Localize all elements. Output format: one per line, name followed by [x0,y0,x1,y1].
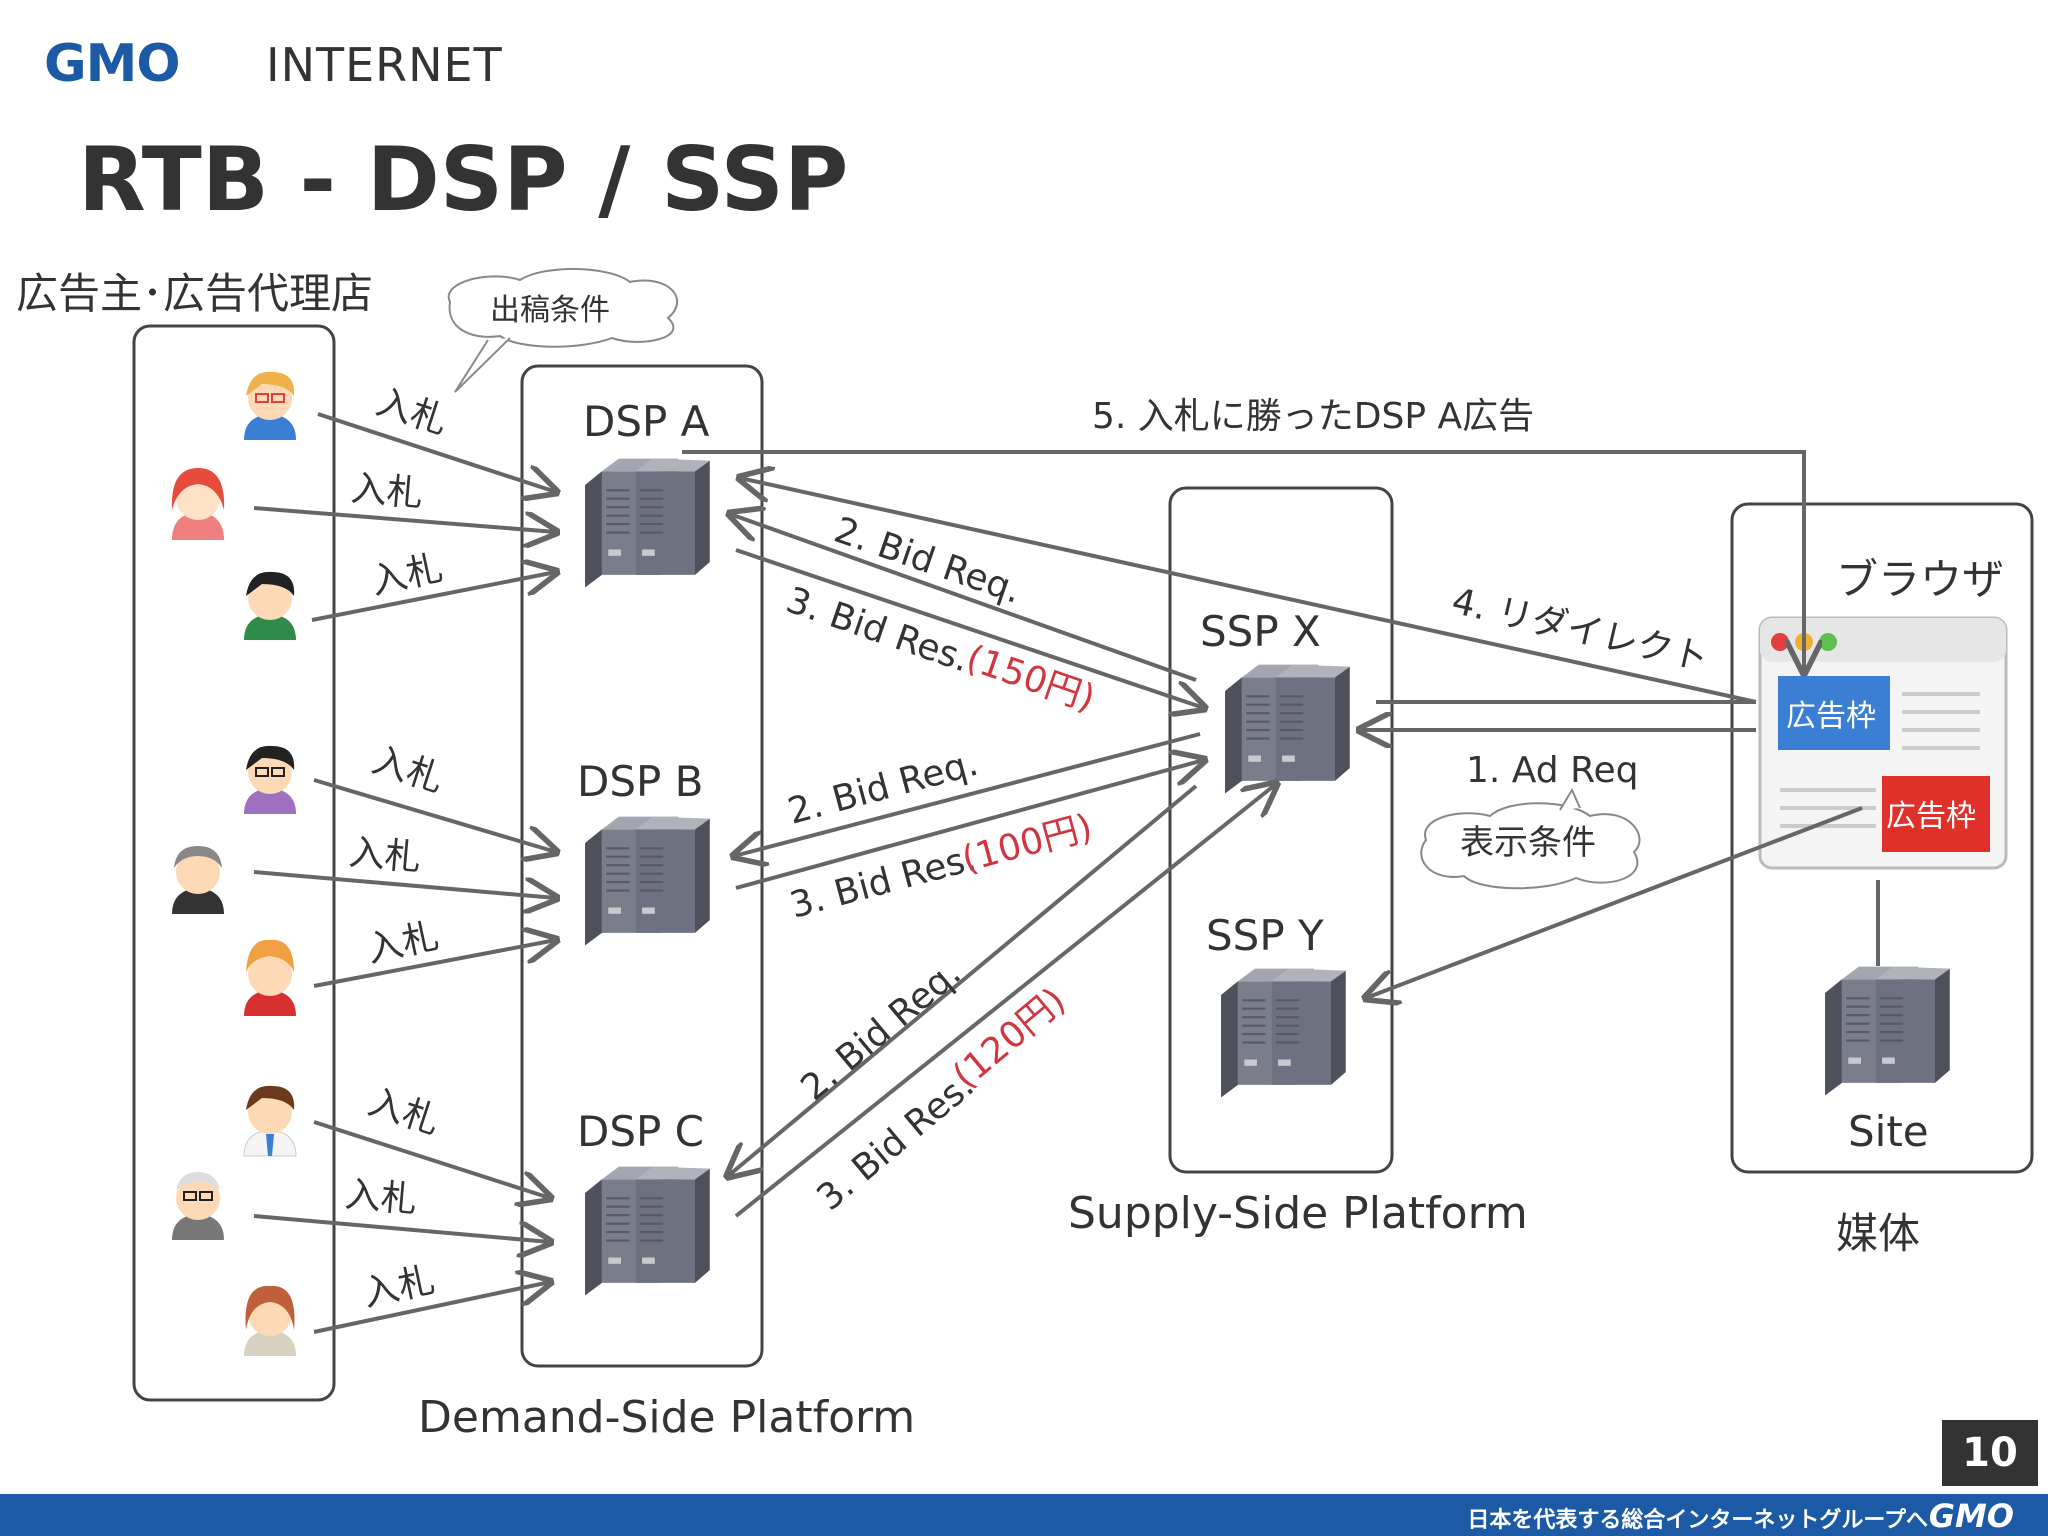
person-icon-4 [244,745,296,814]
dsp-a-label: DSP A [583,397,710,446]
footer-gmo-logo: GMO [1928,1497,2014,1535]
browser-label: ブラウザ [1836,555,2004,604]
ssp-x-label: SSP X [1200,607,1321,656]
person-icon-2 [171,468,225,540]
advertiser-bubble: 出稿条件 [447,267,679,393]
ssp-y-label: SSP Y [1206,911,1324,960]
gmo-logo-mark: GMO [44,34,181,94]
footer-bar [0,1494,2048,1536]
display-condition-bubble: 表示条件 [1420,787,1641,890]
advertiser-bubble-text: 出稿条件 [490,293,610,328]
dsp-c-label: DSP C [577,1107,704,1156]
bid-label-2: 入札 [349,468,424,515]
win-flow-label: 5. 入札に勝ったDSP A広告 [1092,396,1534,437]
ad-req-label: 1. Ad Req [1466,750,1638,791]
footer-tagline: 日本を代表する総合インターネットグループへ [1467,1508,1928,1533]
media-group-box [1730,502,2034,1174]
bid-label-8: 入札 [343,1174,418,1221]
media-label: 媒体 [1836,1209,1920,1258]
person-icon-5 [172,846,224,914]
browser-window-icon [1758,616,2008,870]
ad-slot-blue: 広告枠 [1786,699,1876,734]
display-condition-text: 表示条件 [1460,823,1596,863]
advertiser-group-box [132,324,336,1402]
bid-label-5: 入札 [347,832,422,879]
bid-arrows [253,412,556,1334]
ssp-group-box [1168,486,1394,1174]
person-icon-8 [172,1172,224,1240]
person-icon-1 [244,371,296,440]
bid-res-label-a: 3. Bid Res. [781,580,974,681]
dsp-b-server-icon [583,815,711,947]
bid-flow-arrows [728,514,1276,1218]
bid-label-4: 入札 [367,740,448,801]
ssp-x-server-icon [1223,663,1351,795]
slide-title: RTB - DSP / SSP [78,128,849,231]
dsp-a-server-icon [583,457,711,589]
ssp-y-arrow [1366,806,1863,998]
advertiser-label: 広告主･広告代理店 [16,269,373,318]
person-icon-3 [244,571,296,640]
dsp-b-label: DSP B [577,757,704,806]
ssp-y-server-icon [1219,967,1347,1099]
person-icon-7 [243,1085,297,1157]
redirect-arrow [740,478,1757,704]
site-server-icon [1823,965,1951,1097]
page-number: 10 [1942,1420,2038,1486]
gmo-logo-text: INTERNET [266,38,503,92]
person-icon-6 [244,939,296,1016]
dsp-caption: Demand-Side Platform [418,1392,915,1443]
site-label: Site [1848,1107,1929,1156]
win-ad-arrow [682,450,1804,672]
dsp-c-server-icon [583,1165,711,1297]
person-icon-9 [244,1285,296,1356]
bid-req-label-b: 2. Bid Req. [784,743,983,833]
bid-res-label-b: 3. Bid Res. [786,838,981,927]
bid-label-7: 入札 [363,1082,444,1143]
price-label-b: (100円) [958,807,1097,881]
ad-slot-red: 広告枠 [1886,799,1976,834]
ssp-caption: Supply-Side Platform [1068,1188,1528,1239]
